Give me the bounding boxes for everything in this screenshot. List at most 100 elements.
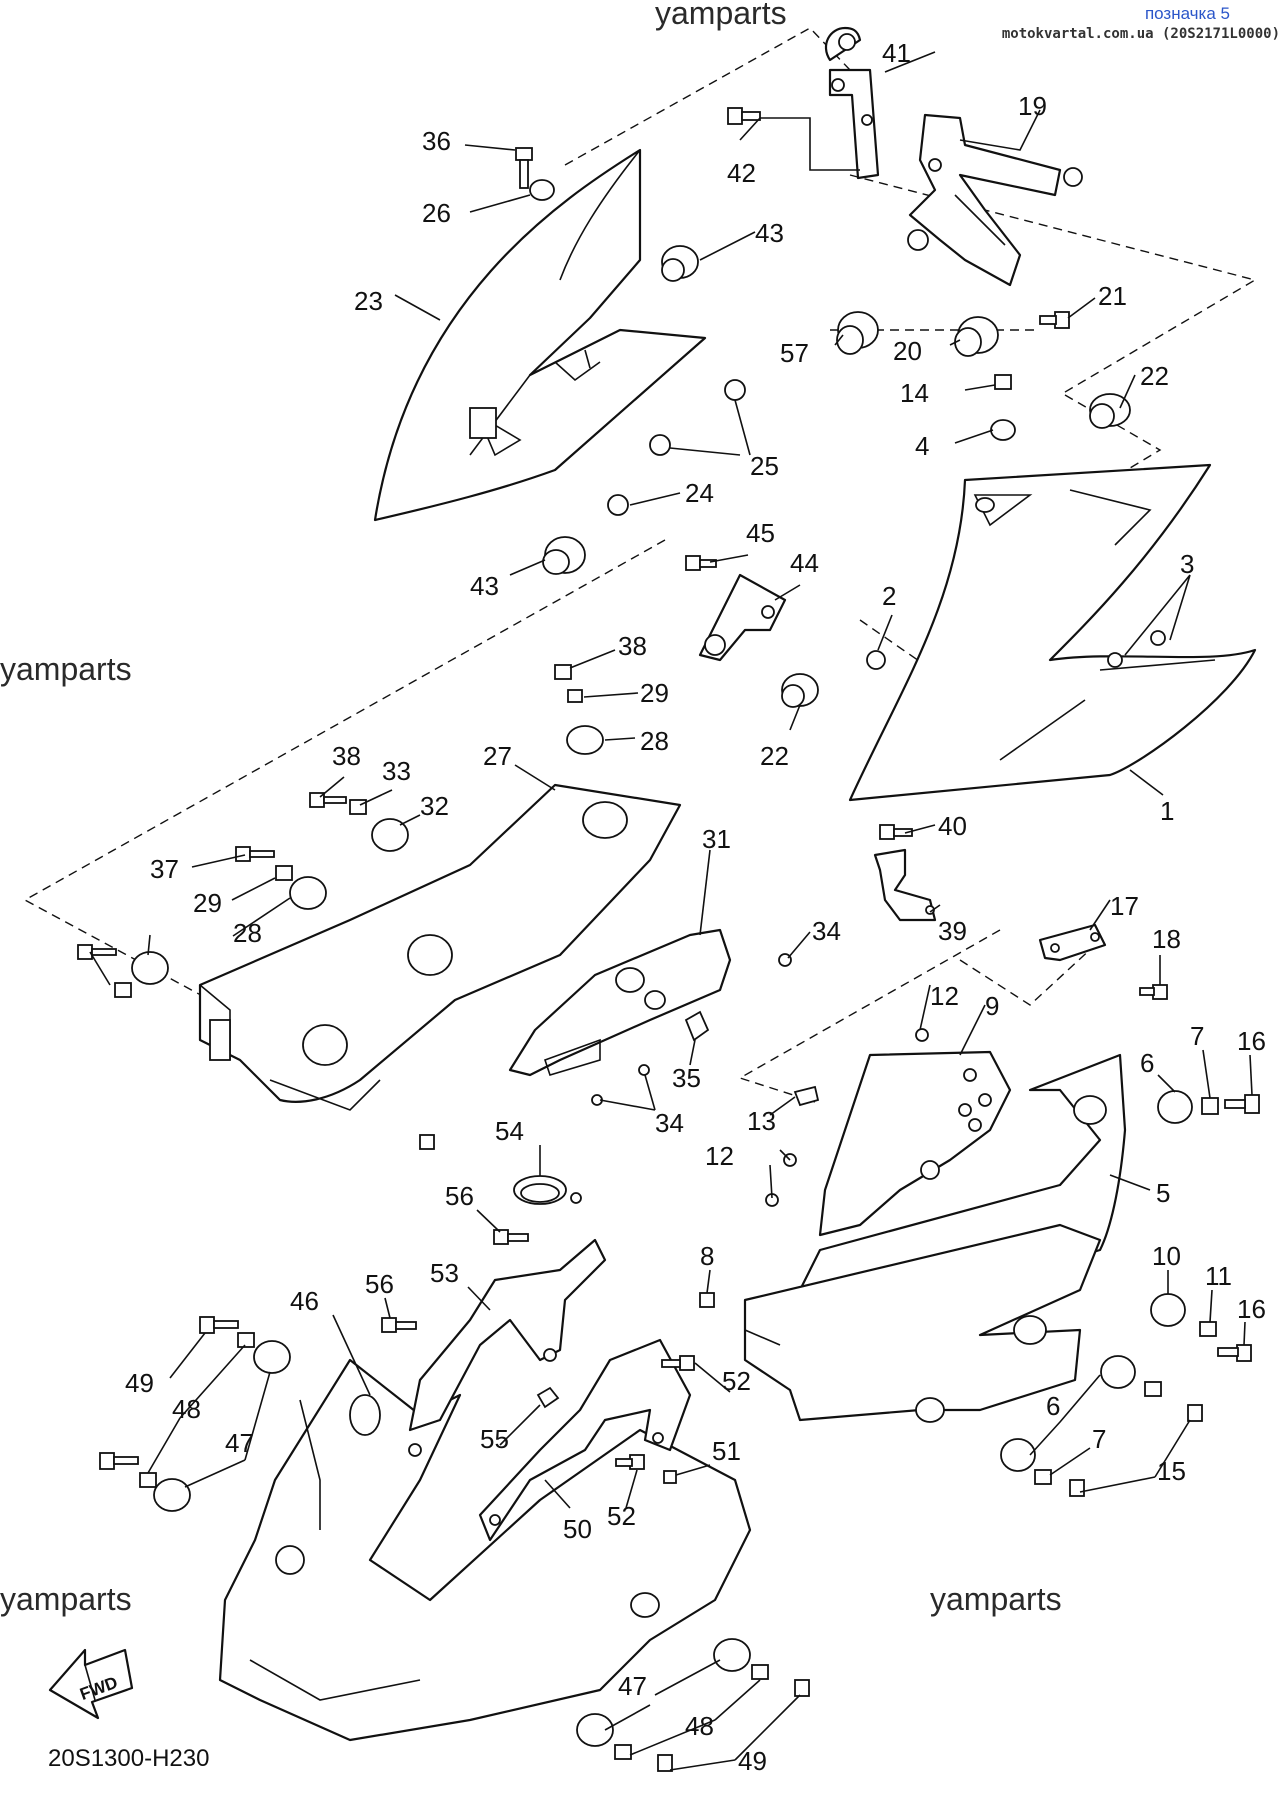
grommet-6 bbox=[1000, 1438, 1036, 1472]
callout: 2 bbox=[882, 581, 896, 611]
collar-29 bbox=[567, 689, 583, 703]
callout: 56 bbox=[445, 1181, 474, 1211]
stay-44 bbox=[698, 573, 787, 662]
bolt-15 bbox=[1187, 1404, 1203, 1422]
callout: 7 bbox=[1190, 1021, 1204, 1051]
grommet-10 bbox=[1150, 1293, 1186, 1327]
inner-plate-31 bbox=[508, 928, 732, 1077]
callout: 47 bbox=[225, 1428, 254, 1458]
rivet-3 bbox=[1107, 652, 1123, 668]
screw-30 bbox=[419, 1134, 435, 1150]
callout: 44 bbox=[790, 548, 819, 578]
collar-4 bbox=[990, 419, 1016, 441]
collar-48 bbox=[237, 1332, 255, 1348]
callout: 43 bbox=[755, 218, 784, 248]
callout: 35 bbox=[672, 1063, 701, 1093]
callout: 31 bbox=[702, 824, 731, 854]
bolt-56 bbox=[493, 1229, 509, 1245]
callout: 13 bbox=[747, 1106, 776, 1136]
bolt-49 bbox=[657, 1754, 673, 1772]
callout: 54 bbox=[495, 1116, 524, 1146]
clip-13 bbox=[793, 1085, 820, 1107]
callout: 6 bbox=[1046, 1391, 1060, 1421]
callout: 57 bbox=[780, 338, 809, 368]
watermark: yamparts bbox=[0, 651, 132, 687]
bolt-56 bbox=[381, 1317, 397, 1333]
bolt-21 bbox=[1054, 311, 1070, 329]
grommet-57 bbox=[836, 311, 879, 355]
nut-55 bbox=[536, 1386, 560, 1409]
collar-29 bbox=[114, 982, 132, 998]
callout: 23 bbox=[354, 286, 383, 316]
side-cover-5 bbox=[743, 1053, 1127, 1423]
callout: 40 bbox=[938, 811, 967, 841]
callout: 39 bbox=[938, 916, 967, 946]
bracket-53 bbox=[408, 1238, 607, 1457]
stay-17 bbox=[1038, 923, 1107, 962]
bolt-52 bbox=[679, 1355, 695, 1371]
callout: 3 bbox=[1180, 549, 1194, 579]
grommet-20 bbox=[954, 316, 999, 357]
callout: 25 bbox=[750, 451, 779, 481]
collar-11 bbox=[1199, 1321, 1217, 1337]
callout: 55 bbox=[480, 1424, 509, 1454]
bracket-50 bbox=[478, 1338, 692, 1542]
source-label: motokvartal.com.ua (20S2171L0000) bbox=[1001, 26, 1280, 42]
callout: 36 bbox=[422, 126, 451, 156]
callout: 28 bbox=[640, 726, 669, 756]
callout: 19 bbox=[1018, 91, 1047, 121]
callout: 49 bbox=[125, 1368, 154, 1398]
callout: 14 bbox=[900, 378, 929, 408]
callout: 38 bbox=[332, 741, 361, 771]
stay-39 bbox=[873, 848, 937, 922]
bracket-19 bbox=[907, 113, 1083, 287]
grommet-28 bbox=[289, 876, 327, 910]
callout: 21 bbox=[1098, 281, 1127, 311]
callout: 24 bbox=[685, 478, 714, 508]
grommet-32 bbox=[371, 818, 409, 852]
callout: 48 bbox=[685, 1711, 714, 1741]
collar-7 bbox=[1144, 1381, 1162, 1397]
bolt-14 bbox=[994, 374, 1012, 390]
fwd-arrow-icon: FWD bbox=[48, 1648, 134, 1720]
callout: 22 bbox=[1140, 361, 1169, 391]
callout: 29 bbox=[640, 678, 669, 708]
callout: 28 bbox=[233, 918, 262, 948]
grommet-6 bbox=[1157, 1090, 1193, 1124]
callout: 48 bbox=[172, 1394, 201, 1424]
rivet-25 bbox=[724, 379, 746, 401]
callout: 1 bbox=[1160, 796, 1174, 826]
callout: 47 bbox=[618, 1671, 647, 1701]
bolt-37 bbox=[235, 846, 251, 862]
side-frame-27 bbox=[198, 783, 682, 1111]
side-cover-1 bbox=[848, 463, 1257, 802]
guard-plate-9 bbox=[818, 1050, 1012, 1237]
rivet-24 bbox=[607, 494, 629, 516]
front-cowl-panel-23 bbox=[373, 148, 707, 522]
bolt-15 bbox=[1069, 1479, 1085, 1497]
under-cowl-46 bbox=[218, 1358, 752, 1742]
callout: 20 bbox=[893, 336, 922, 366]
collar-7 bbox=[1034, 1469, 1052, 1485]
callout: 4 bbox=[915, 431, 929, 461]
callout: 34 bbox=[655, 1108, 684, 1138]
bolt-16 bbox=[1244, 1094, 1260, 1114]
callout: 17 bbox=[1110, 891, 1139, 921]
callout-numbers: 41 19 36 42 26 43 23 21 57 20 14 22 4 25… bbox=[125, 38, 1266, 1776]
header-marks: позначка 5 motokvartal.com.ua (20S2171L0… bbox=[1002, 4, 1280, 42]
callout: 38 bbox=[618, 631, 647, 661]
bolt-16 bbox=[1236, 1344, 1252, 1362]
callout: 27 bbox=[483, 741, 512, 771]
callout: 7 bbox=[1092, 1424, 1106, 1454]
bolt-37 bbox=[77, 944, 93, 960]
bolt-45 bbox=[685, 555, 701, 571]
callout: 52 bbox=[722, 1366, 751, 1396]
callout: 11 bbox=[1205, 1261, 1232, 1291]
bolt-49 bbox=[199, 1316, 215, 1334]
collar-26 bbox=[529, 179, 555, 201]
watermark: yamparts bbox=[930, 1581, 1062, 1617]
callout: 33 bbox=[382, 756, 411, 786]
drawing-code: 20S1300-H230 bbox=[48, 1745, 210, 1772]
collar-48 bbox=[139, 1472, 157, 1488]
callout: 26 bbox=[422, 198, 451, 228]
